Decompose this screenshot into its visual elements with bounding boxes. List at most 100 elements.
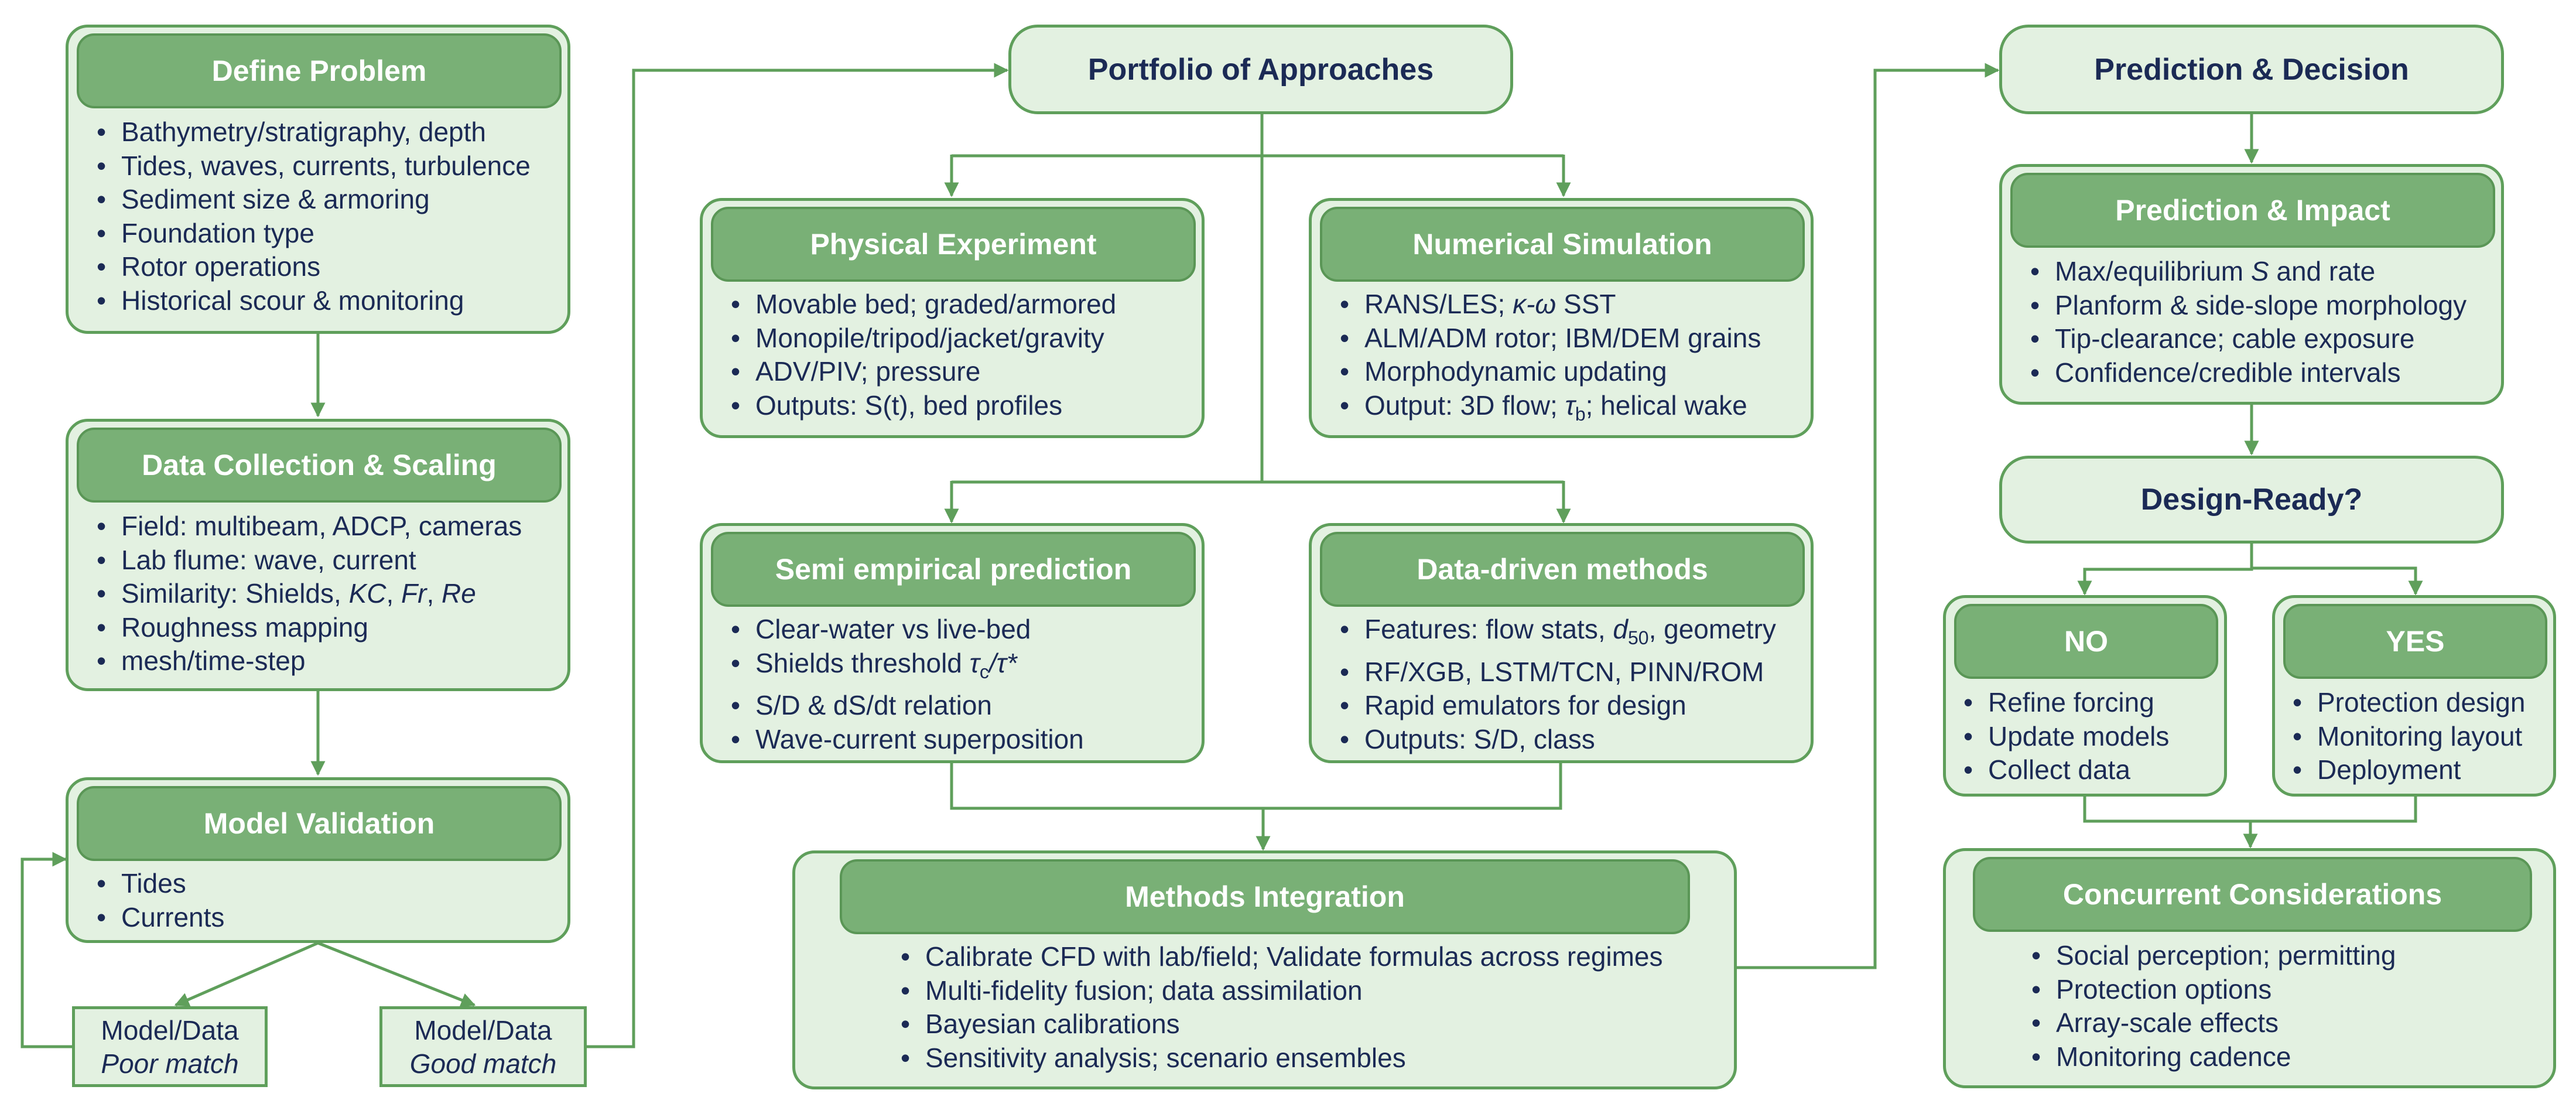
- no-list: Refine forcing Update models Collect dat…: [1963, 686, 2169, 787]
- good-match-line2: Good match: [382, 1047, 584, 1081]
- list-item: Update models: [1963, 720, 2169, 754]
- numerical-simulation-panel: Numerical Simulation RANS/LES; κ-ω SST A…: [1309, 198, 1814, 438]
- poor-match-line1: Model/Data: [101, 1015, 239, 1046]
- methods-integration-panel: Methods Integration Calibrate CFD with l…: [792, 850, 1737, 1089]
- physical-experiment-panel: Physical Experiment Movable bed; graded/…: [700, 198, 1205, 438]
- model-validation-header: Model Validation: [77, 786, 562, 861]
- yes-header: YES: [2283, 604, 2547, 679]
- define-problem-list: Bathymetry/stratigraphy, depth Tides, wa…: [97, 115, 531, 317]
- design-ready-title-box: Design-Ready?: [1999, 456, 2504, 544]
- list-item: Tip-clearance; cable exposure: [2030, 322, 2466, 356]
- list-item-text: Max/equilibrium: [2055, 256, 2251, 286]
- kc-symbol: KC: [348, 578, 386, 609]
- tau-subscript: b: [1575, 403, 1586, 425]
- list-item-text: SST: [1556, 289, 1616, 319]
- list-item: Monitoring cadence: [2031, 1040, 2396, 1074]
- list-item: Deployment: [2293, 753, 2525, 787]
- tau-subscript: c: [979, 661, 989, 682]
- list-item-text: RANS/LES;: [1364, 289, 1513, 319]
- list-item: Max/equilibrium S and rate: [2030, 255, 2466, 289]
- poor-match-text: Poor match: [101, 1048, 239, 1079]
- list-item: Confidence/credible intervals: [2030, 356, 2466, 390]
- list-item: Protection options: [2031, 973, 2396, 1007]
- list-item: Lab flume: wave, current: [97, 544, 522, 578]
- data-driven-header: Data-driven methods: [1320, 532, 1805, 607]
- d50-symbol: d: [1613, 614, 1628, 644]
- list-item: Refine forcing: [1963, 686, 2169, 720]
- yes-panel: YES Protection design Monitoring layout …: [2272, 595, 2556, 797]
- data-driven-list: Features: flow stats, d50, geometry RF/X…: [1340, 613, 1776, 756]
- list-item-text: Output: 3D flow;: [1364, 390, 1565, 421]
- list-item: Movable bed; graded/armored: [731, 288, 1116, 322]
- list-item: RANS/LES; κ-ω SST: [1340, 288, 1761, 322]
- list-item: Similarity: Shields, KC, Fr, Re: [97, 577, 522, 611]
- list-item: Clear-water vs live-bed: [731, 613, 1084, 647]
- list-item-text: , geometry: [1648, 614, 1776, 644]
- separator: ,: [426, 578, 442, 609]
- yes-list: Protection design Monitoring layout Depl…: [2293, 686, 2525, 787]
- concurrent-list: Social perception; permitting Protection…: [2031, 939, 2396, 1074]
- list-item: Foundation type: [97, 217, 531, 251]
- list-item-text: ; helical wake: [1585, 390, 1747, 421]
- list-item: Sediment size & armoring: [97, 183, 531, 217]
- list-item: ADV/PIV; pressure: [731, 355, 1116, 389]
- list-item: Tides: [97, 867, 224, 901]
- semi-empirical-header: Semi empirical prediction: [711, 532, 1196, 607]
- list-item: Bathymetry/stratigraphy, depth: [97, 115, 531, 149]
- list-item-text: Similarity: Shields,: [121, 578, 349, 609]
- tau-symbol: τ: [969, 647, 980, 678]
- list-item: Bayesian calibrations: [901, 1007, 1663, 1041]
- s-symbol: S: [2250, 256, 2269, 286]
- no-header: NO: [1954, 604, 2218, 679]
- concurrent-header: Concurrent Considerations: [1973, 857, 2532, 932]
- numerical-simulation-list: RANS/LES; κ-ω SST ALM/ADM rotor; IBM/DEM…: [1340, 288, 1761, 431]
- list-item: Features: flow stats, d50, geometry: [1340, 613, 1776, 655]
- list-item: Social perception; permitting: [2031, 939, 2396, 973]
- separator: ,: [386, 578, 402, 609]
- list-item-text: and rate: [2269, 256, 2376, 286]
- tau-star-symbol: /τ*: [988, 647, 1017, 678]
- list-item: S/D & dS/dt relation: [731, 689, 1084, 723]
- list-item: Monopile/tripod/jacket/gravity: [731, 322, 1116, 356]
- re-symbol: Re: [442, 578, 476, 609]
- list-item: Collect data: [1963, 753, 2169, 787]
- list-item-text: Shields threshold: [755, 647, 970, 678]
- kappa-omega-symbol: κ-ω: [1513, 289, 1556, 319]
- list-item: Field: multibeam, ADCP, cameras: [97, 510, 522, 544]
- list-item-text: Features: flow stats,: [1364, 614, 1613, 644]
- good-match-box: Model/Data Good match: [379, 1006, 587, 1087]
- poor-match-box: Model/Data Poor match: [72, 1006, 268, 1087]
- semi-empirical-panel: Semi empirical prediction Clear-water vs…: [700, 523, 1205, 763]
- numerical-simulation-header: Numerical Simulation: [1320, 207, 1805, 282]
- list-item: Output: 3D flow; τb; helical wake: [1340, 389, 1761, 432]
- list-item: Outputs: S/D, class: [1340, 723, 1776, 757]
- list-item: Currents: [97, 901, 224, 935]
- data-collection-panel: Data Collection & Scaling Field: multibe…: [66, 419, 570, 691]
- data-collection-header: Data Collection & Scaling: [77, 428, 562, 503]
- list-item: Sensitivity analysis; scenario ensembles: [901, 1041, 1663, 1075]
- methods-integration-list: Calibrate CFD with lab/field; Validate f…: [901, 940, 1663, 1075]
- prediction-impact-list: Max/equilibrium S and rate Planform & si…: [2030, 255, 2466, 390]
- model-validation-panel: Model Validation Tides Currents: [66, 777, 570, 943]
- portfolio-title-box: Portfolio of Approaches: [1008, 25, 1513, 114]
- list-item: Rotor operations: [97, 250, 531, 284]
- fr-symbol: Fr: [401, 578, 427, 609]
- list-item: Morphodynamic updating: [1340, 355, 1761, 389]
- list-item: Roughness mapping: [97, 611, 522, 645]
- define-problem-panel: Define Problem Bathymetry/stratigraphy, …: [66, 25, 570, 334]
- physical-experiment-list: Movable bed; graded/armored Monopile/tri…: [731, 288, 1116, 422]
- list-item: Wave-current superposition: [731, 723, 1084, 757]
- data-collection-list: Field: multibeam, ADCP, cameras Lab flum…: [97, 510, 522, 678]
- list-item: Shields threshold τc/τ*: [731, 647, 1084, 689]
- list-item: Outputs: S(t), bed profiles: [731, 389, 1116, 423]
- list-item: Monitoring layout: [2293, 720, 2525, 754]
- concurrent-panel: Concurrent Considerations Social percept…: [1943, 848, 2556, 1088]
- prediction-decision-title-box: Prediction & Decision: [1999, 25, 2504, 114]
- d50-subscript: 50: [1627, 627, 1649, 649]
- good-match-text: Good match: [409, 1048, 557, 1079]
- tau-symbol: τ: [1565, 390, 1575, 421]
- list-item: Multi-fidelity fusion; data assimilation: [901, 974, 1663, 1008]
- list-item: Tides, waves, currents, turbulence: [97, 149, 531, 183]
- list-item: Calibrate CFD with lab/field; Validate f…: [901, 940, 1663, 974]
